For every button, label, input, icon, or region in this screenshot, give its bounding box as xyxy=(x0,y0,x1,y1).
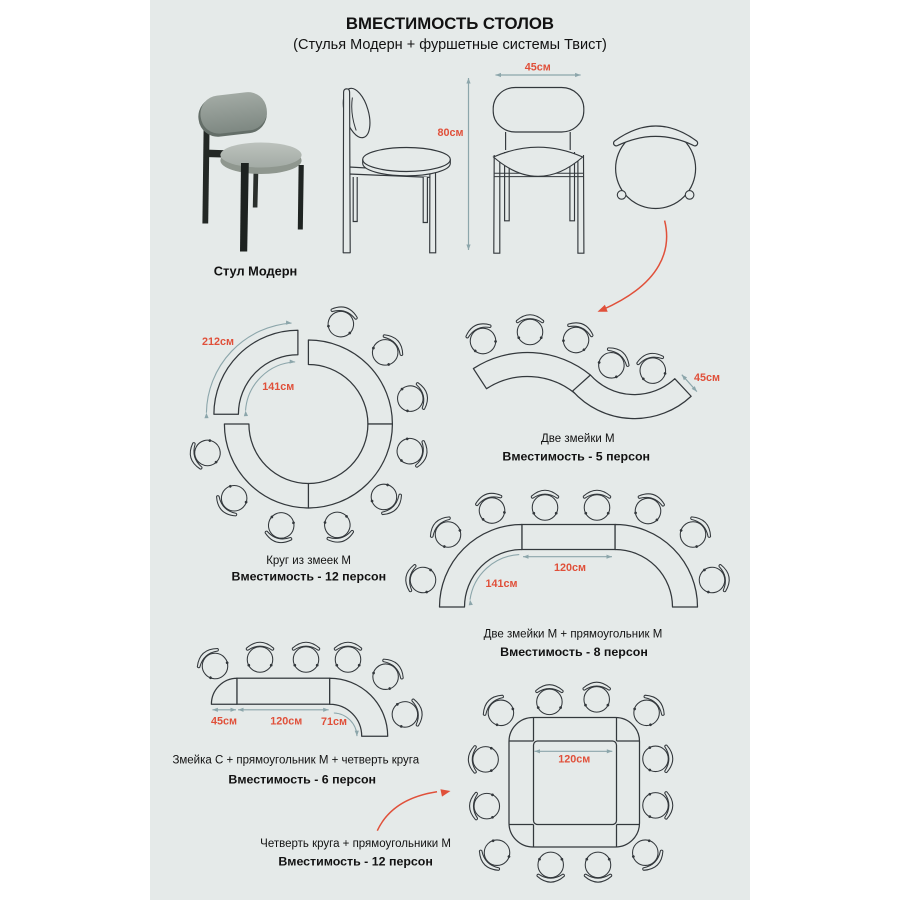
svg-text:Вместимость - 8 персон: Вместимость - 8 персон xyxy=(500,645,648,659)
svg-text:120см: 120см xyxy=(270,716,302,728)
svg-text:Стул Модерн: Стул Модерн xyxy=(214,264,298,279)
svg-text:71см: 71см xyxy=(321,716,347,728)
svg-text:Вместимость - 12 персон: Вместимость - 12 персон xyxy=(278,855,433,869)
svg-text:45см: 45см xyxy=(211,716,237,728)
svg-text:Вместимость - 12 персон: Вместимость - 12 персон xyxy=(232,570,387,584)
svg-text:Круг из змеек М: Круг из змеек М xyxy=(266,555,351,567)
svg-text:ВМЕСТИМОСТЬ СТОЛОВ: ВМЕСТИМОСТЬ СТОЛОВ xyxy=(346,14,554,33)
svg-text:120см: 120см xyxy=(554,562,586,574)
svg-text:Две змейки М + прямоугольник М: Две змейки М + прямоугольник М xyxy=(484,629,663,641)
svg-text:(Стулья Модерн + фуршетные сис: (Стулья Модерн + фуршетные системы Твист… xyxy=(293,37,607,53)
svg-text:212см: 212см xyxy=(202,336,234,348)
svg-text:Четверть круга + прямоугольник: Четверть круга + прямоугольники М xyxy=(260,838,451,850)
svg-text:Вместимость - 6 персон: Вместимость - 6 персон xyxy=(228,773,376,787)
svg-text:45см: 45см xyxy=(694,372,720,384)
svg-text:Две змейки М: Две змейки М xyxy=(541,433,615,445)
svg-text:141см: 141см xyxy=(262,381,294,393)
svg-text:45см: 45см xyxy=(525,62,551,74)
svg-text:80см: 80см xyxy=(437,127,463,139)
svg-text:141см: 141см xyxy=(485,578,517,590)
svg-text:120см: 120см xyxy=(558,754,590,766)
svg-text:Вместимость - 5 персон: Вместимость - 5 персон xyxy=(502,450,650,464)
svg-text:Змейка С + прямоугольник М + ч: Змейка С + прямоугольник М + четверть кр… xyxy=(172,754,419,766)
